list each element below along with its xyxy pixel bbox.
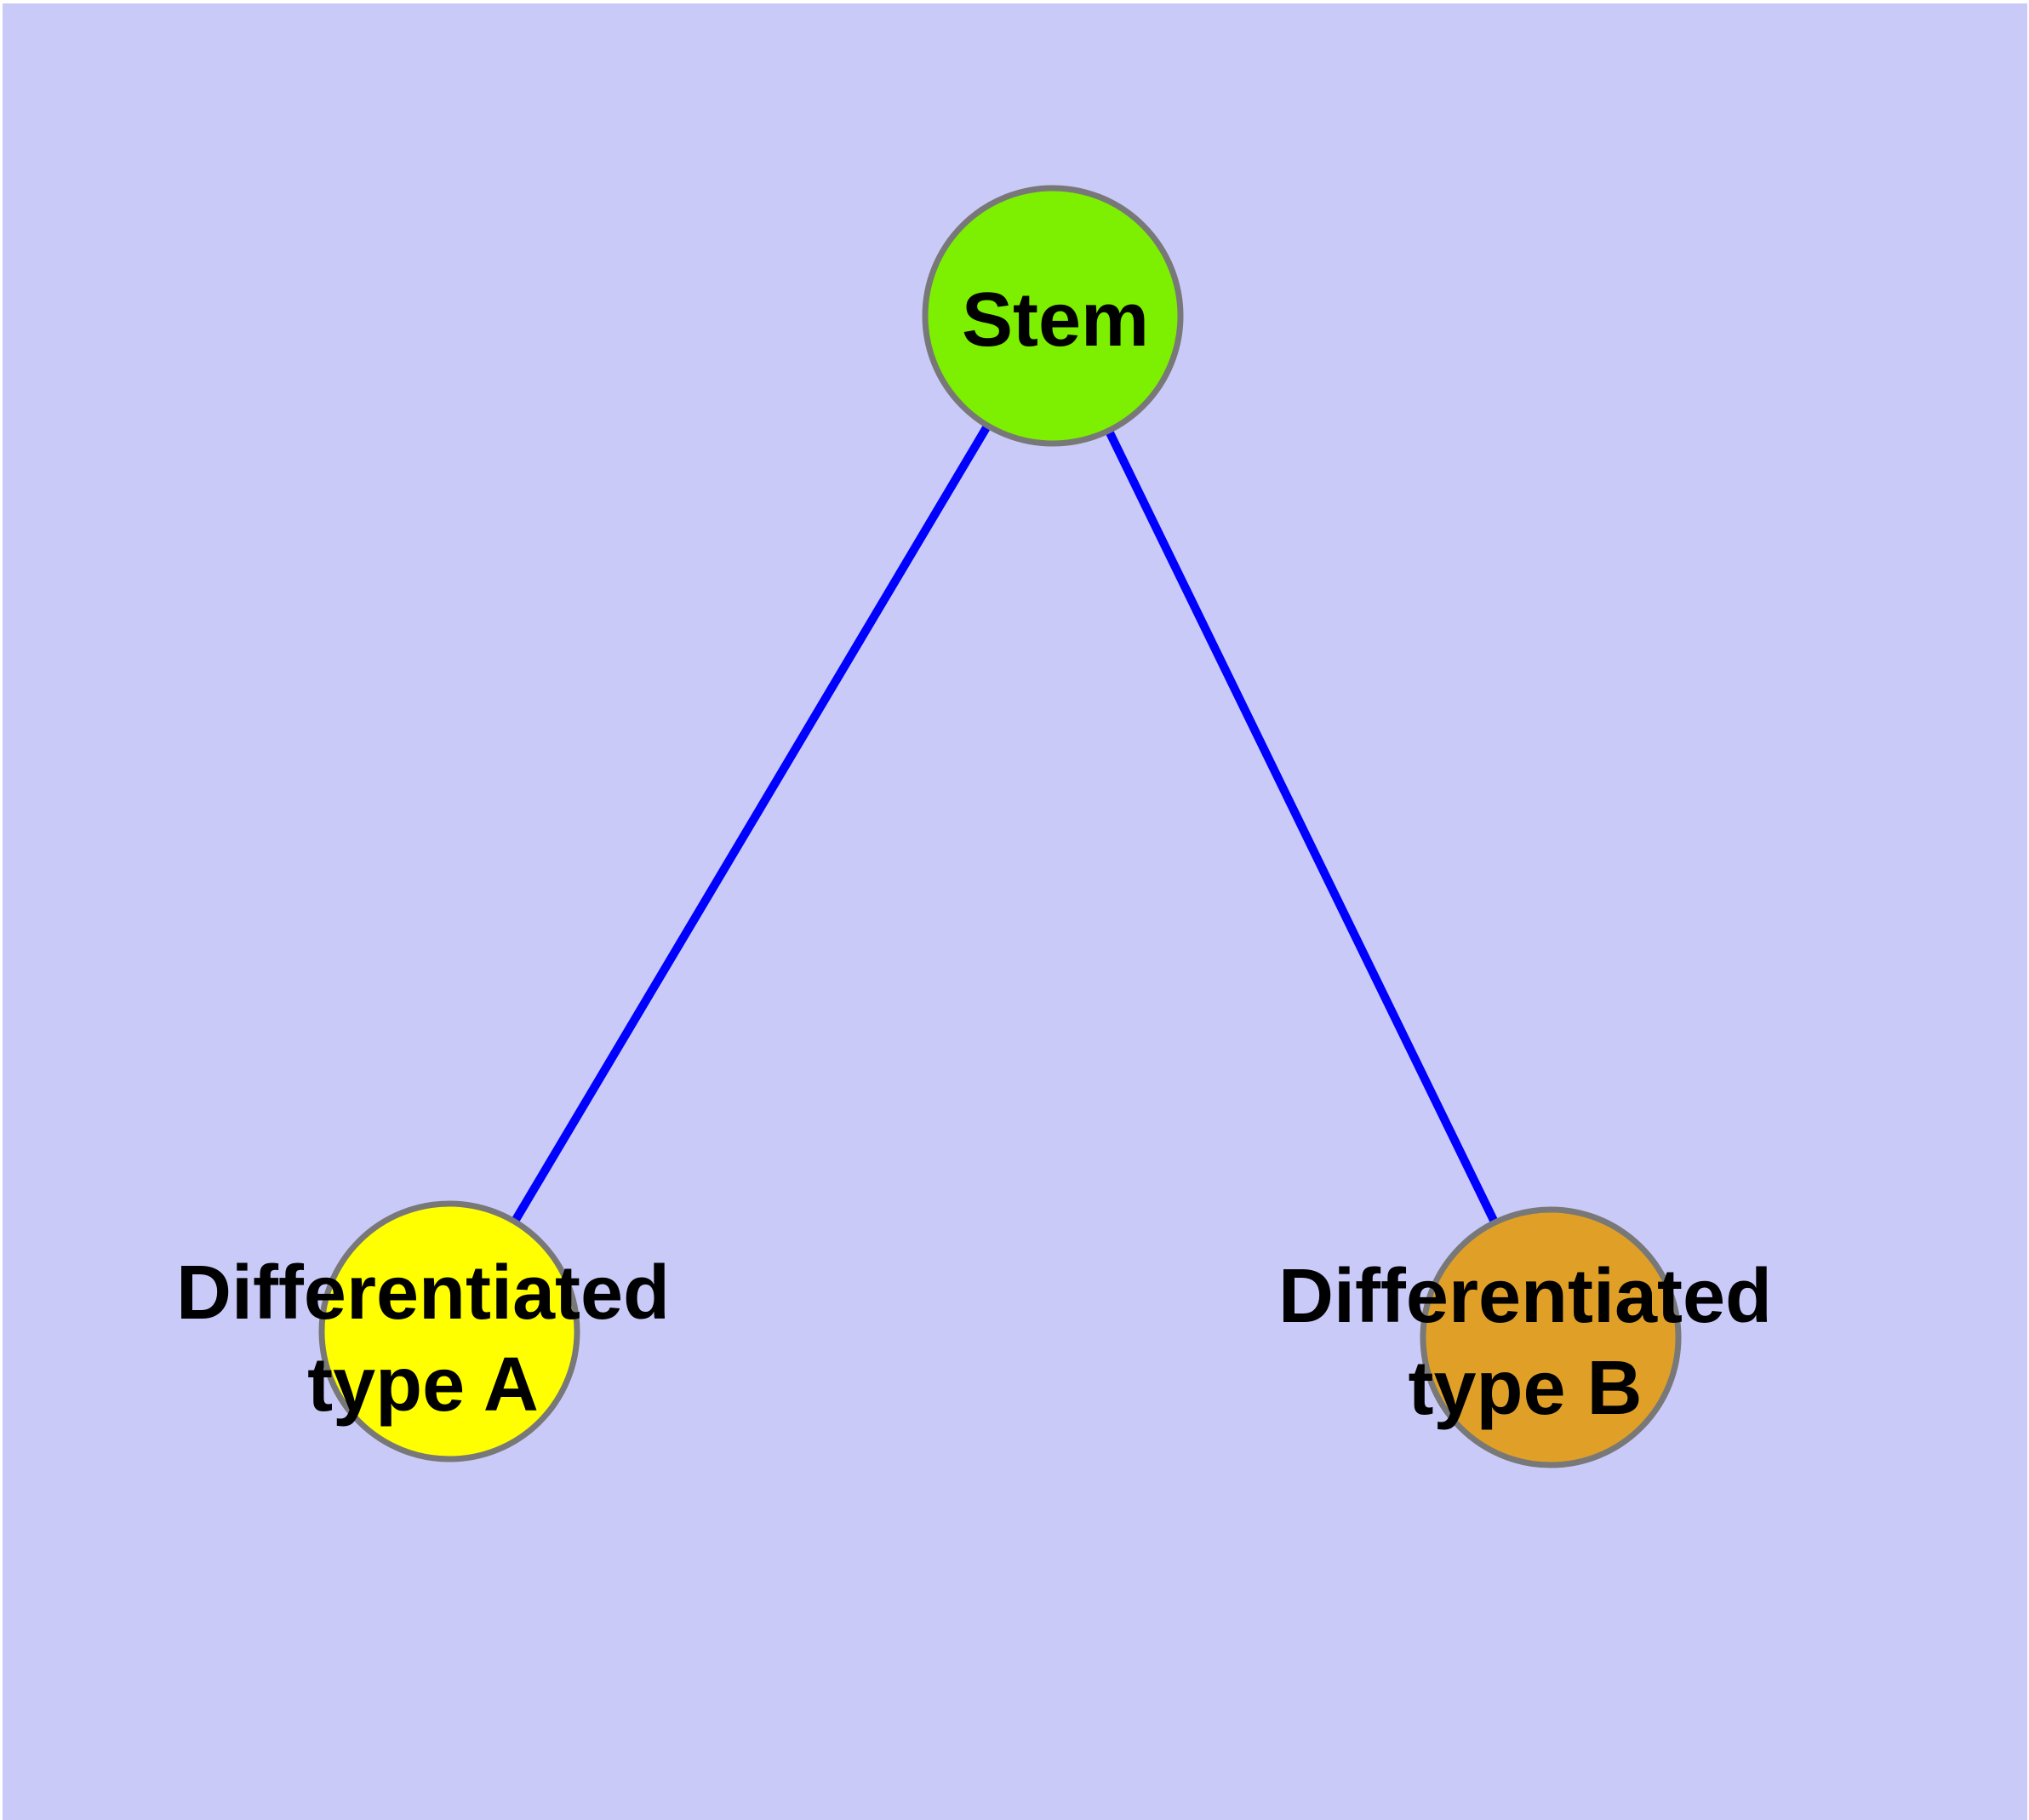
edge-stem-to-type-a: [445, 313, 1057, 1334]
node-type-a-label-line2: type A: [307, 1342, 539, 1428]
edge-stem-to-type-b: [1049, 313, 1555, 1340]
node-differentiated-type-a: Differentiated type A: [176, 1200, 670, 1462]
node-stem-label: Stem: [962, 278, 1149, 363]
node-type-b-label-line1: Differentiated: [1278, 1254, 1772, 1339]
edges: [445, 313, 1555, 1340]
node-stem: Stem: [922, 185, 1184, 447]
node-type-b-label-line2: type B: [1408, 1346, 1642, 1431]
node-type-b-circle: [1420, 1206, 1682, 1468]
node-differentiated-type-b: Differentiated type B: [1278, 1206, 1772, 1468]
node-stem-circle: [922, 185, 1184, 447]
node-type-a-label-line1: Differentiated: [176, 1251, 670, 1336]
node-type-a-circle: [318, 1200, 580, 1462]
